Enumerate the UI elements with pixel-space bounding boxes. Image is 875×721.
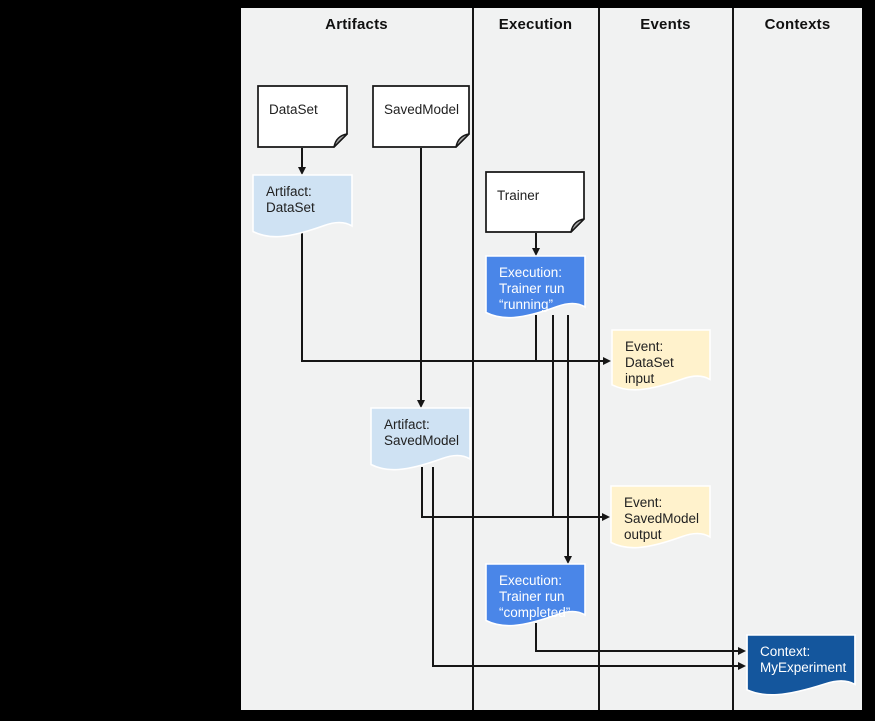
arrowhead-icon: [602, 513, 610, 521]
artifact-savedmodel-node: Artifact: SavedModel: [370, 407, 471, 474]
arrowhead-icon: [738, 647, 746, 655]
edge-execution-running-to-completed: [567, 315, 569, 557]
edge-to-context-lower: [432, 665, 739, 667]
edge-to-event-dataset-input: [301, 360, 604, 362]
edge-savedmodel-to-artifact: [420, 148, 422, 401]
edge-to-event-savedmodel-output: [421, 516, 603, 518]
column-header-events: Events: [640, 16, 691, 33]
trainer-box: Trainer: [485, 171, 585, 233]
column-divider: [472, 8, 474, 710]
edge-dataset-to-artifact: [301, 148, 303, 170]
event-dataset-input-label: Event: DataSet input: [625, 339, 674, 386]
dataset-box-label: DataSet: [269, 102, 318, 117]
artifact-savedmodel-label: Artifact: SavedModel: [384, 417, 460, 448]
edge-to-context-upper: [535, 650, 739, 652]
arrowhead-icon: [564, 556, 572, 564]
column-header-artifacts: Artifacts: [325, 16, 388, 33]
savedmodel-box-label: SavedModel: [384, 102, 460, 117]
artifact-dataset-label: Artifact: DataSet: [266, 184, 315, 215]
edge-execution-running-to-event-output: [552, 315, 554, 518]
execution-completed-label: Execution: Trainer run “completed”: [499, 573, 571, 620]
event-savedmodel-output-node: Event: SavedModel output: [610, 485, 711, 552]
arrowhead-icon: [298, 167, 306, 175]
column-divider: [598, 8, 600, 710]
edge-artifact-savedmodel-to-event: [421, 467, 423, 518]
savedmodel-box: SavedModel: [372, 85, 470, 148]
edge-execution-completed-to-context: [535, 623, 537, 652]
dataset-box: DataSet: [257, 85, 348, 148]
arrowhead-icon: [603, 357, 611, 365]
context-myexperiment-node: Context: MyExperiment: [746, 634, 856, 699]
execution-running-node: Execution: Trainer run “running”: [485, 255, 586, 322]
edge-artifact-dataset-to-event: [301, 233, 303, 362]
arrowhead-icon: [417, 400, 425, 408]
edge-artifact-savedmodel-to-context: [432, 467, 434, 667]
column-header-execution: Execution: [498, 16, 573, 33]
arrowhead-icon: [738, 662, 746, 670]
execution-running-label: Execution: Trainer run “running”: [499, 265, 565, 312]
event-dataset-input-node: Event: DataSet input: [611, 329, 711, 394]
arrowhead-icon: [532, 248, 540, 256]
edge-trainer-to-execution-running: [535, 233, 537, 249]
column-header-contexts: Contexts: [764, 16, 831, 33]
column-divider: [732, 8, 734, 710]
trainer-box-label: Trainer: [497, 187, 540, 203]
artifact-dataset-node: Artifact: DataSet: [252, 174, 353, 241]
edge-execution-running-to-event-input: [535, 315, 537, 362]
context-myexperiment-label: Context: MyExperiment: [760, 644, 847, 675]
execution-completed-node: Execution: Trainer run “completed”: [485, 563, 586, 630]
event-savedmodel-output-label: Event: SavedModel output: [624, 495, 700, 542]
